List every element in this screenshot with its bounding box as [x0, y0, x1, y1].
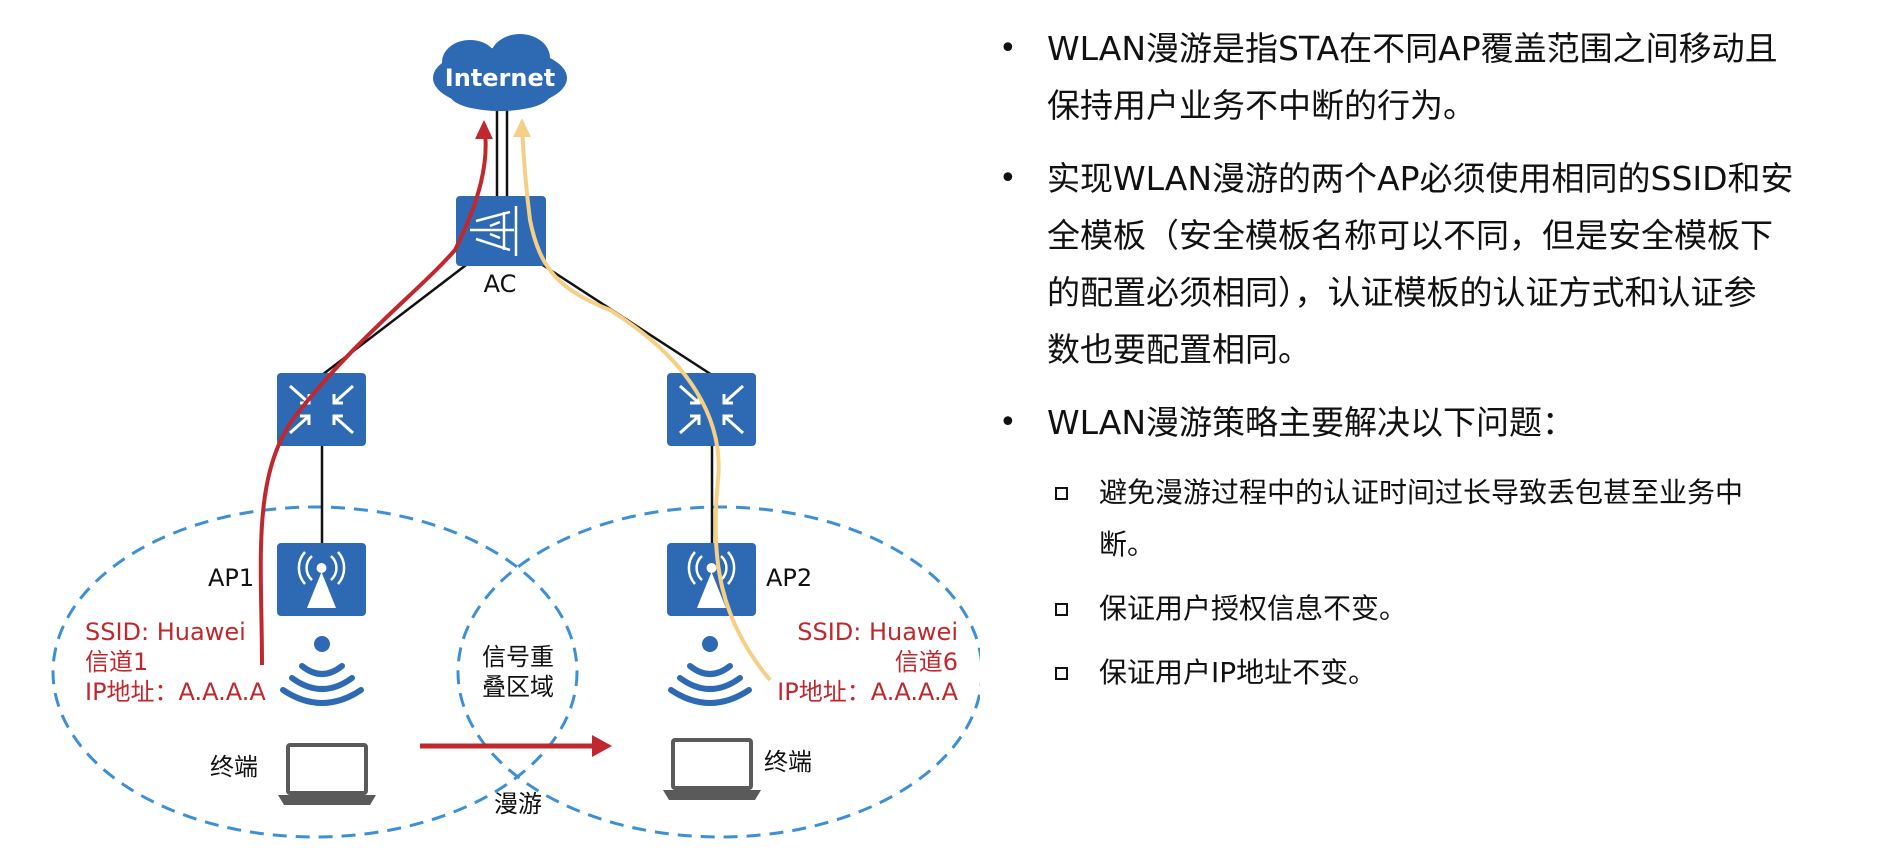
- bullet-item: • 实现WLAN漫游的两个AP必须使用相同的SSID和安 全模板（安全模板名称可…: [985, 150, 1815, 378]
- left-coverage-cell: [51, 505, 579, 839]
- wifi-signal-right-icon: [668, 636, 752, 706]
- right-ssid: SSID: Huawei: [797, 618, 958, 646]
- sub-bullet-item: 保证用户IP地址不变。: [1047, 647, 1799, 699]
- bullet-item: • WLAN漫游策略主要解决以下问题：: [985, 394, 1815, 451]
- bullet-line: WLAN漫游策略主要解决以下问题：: [1047, 403, 1576, 442]
- bullet-line: 数也要配置相同。: [1047, 330, 1311, 369]
- ap1-label: AP1: [208, 564, 254, 592]
- bullet-item: • WLAN漫游是指STA在不同AP覆盖范围之间移动且 保持用户业务不中断的行为…: [985, 20, 1815, 134]
- bullet-line: 实现WLAN漫游的两个AP必须使用相同的SSID和安: [1047, 159, 1794, 198]
- internet-label: Internet: [445, 64, 555, 92]
- left-cell-info: SSID: Huawei 信道1 IP地址：A.A.A.A: [85, 618, 266, 706]
- path-after-arrowhead: [513, 118, 531, 137]
- bullet-line: WLAN漫游是指STA在不同AP覆盖范围之间移动且: [1047, 29, 1778, 68]
- sub-bullet-line: 断。: [1099, 528, 1156, 561]
- bullet-dot-icon: •: [999, 405, 1017, 440]
- left-ssid: SSID: Huawei: [85, 618, 246, 646]
- right-channel: 信道6: [895, 648, 958, 676]
- left-ip: IP地址：A.A.A.A: [85, 678, 266, 706]
- bullet-dot-icon: •: [999, 31, 1017, 66]
- right-switch: [667, 373, 756, 446]
- square-bullet-icon: [1055, 667, 1068, 680]
- sub-bullet-item: 避免漫游过程中的认证时间过长导致丢包甚至业务中 断。: [1047, 467, 1799, 571]
- overlap-label-line1: 信号重: [482, 643, 554, 671]
- right-cell-info: SSID: Huawei 信道6 IP地址：A.A.A.A: [777, 618, 958, 706]
- roaming-move-arrowhead: [592, 735, 612, 757]
- bullet-line: 的配置必须相同），认证模板的认证方式和认证参: [1047, 273, 1757, 312]
- ac-label: AC: [484, 270, 517, 298]
- bullet-list: • WLAN漫游是指STA在不同AP覆盖范围之间移动且 保持用户业务不中断的行为…: [985, 20, 1815, 711]
- laptop-right-icon: [663, 738, 761, 800]
- path-before-arrowhead: [475, 120, 493, 139]
- roaming-path-after: [520, 123, 772, 682]
- bullet-dot-icon: •: [999, 161, 1017, 196]
- laptop-left-icon: [278, 743, 376, 805]
- right-coverage-cell: [456, 505, 980, 839]
- square-bullet-icon: [1055, 487, 1068, 500]
- square-bullet-icon: [1055, 603, 1068, 616]
- right-ip: IP地址：A.A.A.A: [777, 678, 958, 706]
- terminal-right-label: 终端: [764, 748, 812, 776]
- roam-label: 漫游: [494, 790, 542, 818]
- bullet-line: 全模板（安全模板名称可以不同，但是安全模板下: [1047, 216, 1773, 255]
- roaming-path-before: [258, 123, 488, 666]
- bullet-line: 保持用户业务不中断的行为。: [1047, 86, 1476, 125]
- ap2-label: AP2: [766, 564, 812, 592]
- overlap-label-line2: 叠区域: [482, 673, 554, 701]
- sub-bullet-line: 保证用户授权信息不变。: [1099, 592, 1408, 625]
- ap1-device: AP1: [208, 543, 366, 616]
- left-switch: [277, 373, 366, 446]
- internet-cloud: Internet: [433, 34, 567, 111]
- sub-bullet-item: 保证用户授权信息不变。: [1047, 583, 1799, 635]
- sub-bullet-line: 保证用户IP地址不变。: [1099, 656, 1377, 689]
- terminal-left-label: 终端: [210, 753, 258, 781]
- network-links: [320, 80, 714, 550]
- wifi-signal-left-icon: [280, 636, 364, 706]
- ac-device: AC: [456, 196, 546, 298]
- wlan-roaming-diagram: Internet AC: [51, 34, 980, 839]
- sub-bullet-line: 避免漫游过程中的认证时间过长导致丢包甚至业务中: [1099, 476, 1744, 509]
- sub-bullet-list: 避免漫游过程中的认证时间过长导致丢包甚至业务中 断。 保证用户授权信息不变。 保…: [985, 467, 1815, 699]
- ap2-device: AP2: [667, 543, 812, 616]
- left-channel: 信道1: [85, 648, 148, 676]
